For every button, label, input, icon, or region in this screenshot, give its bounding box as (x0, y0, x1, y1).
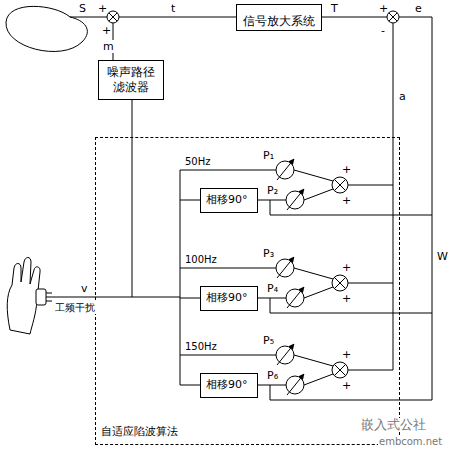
frequency-label: 100Hz (184, 253, 218, 266)
input-bus (180, 170, 181, 385)
frequency-label: 150Hz (184, 340, 218, 353)
phase-shift-box: 相移90° (200, 373, 258, 398)
box-label: 相移90° (206, 290, 248, 305)
signal-note: 工频干扰 (54, 301, 96, 314)
sum-cross (334, 277, 345, 288)
feedback-wire (399, 17, 432, 400)
wire (294, 268, 333, 279)
sign-mark: + (101, 24, 112, 37)
phase-shift-box: 相移90° (200, 286, 258, 311)
sum-cross (334, 364, 345, 375)
region-heading: 自适应陷波算法 (101, 424, 178, 439)
interference-wire (46, 297, 180, 298)
wire (180, 268, 276, 269)
weight-arrow (277, 344, 294, 365)
wire (294, 170, 333, 181)
sign-mark: + (378, 2, 389, 15)
signal-name: m (102, 40, 115, 53)
frequency-label: 50Hz (184, 155, 212, 168)
wire (304, 287, 333, 298)
sum-cross (334, 179, 345, 190)
sum-circle (332, 177, 348, 193)
sum-cross (109, 13, 117, 21)
electrode-loop (6, 6, 87, 51)
box-label: 信号放大系统 (243, 14, 315, 29)
wire (70, 17, 107, 18)
sum-cross (334, 277, 345, 288)
wire (180, 355, 276, 356)
weight-name: P₂ (266, 184, 279, 197)
wire (304, 374, 333, 385)
sign-mark: - (380, 24, 386, 37)
sign-mark: + (341, 348, 352, 361)
sum-circle (387, 11, 399, 23)
sum-cross (389, 13, 397, 21)
box-label: 相移90° (206, 377, 248, 392)
sign-mark: + (341, 261, 352, 274)
signal-wire (113, 17, 236, 60)
sign-mark: + (97, 2, 108, 15)
signal-name: S (78, 2, 87, 15)
wire (348, 283, 393, 284)
hand (7, 258, 40, 335)
plug (36, 289, 46, 305)
sign-mark: + (341, 379, 352, 392)
wire (180, 170, 276, 171)
weight-arrow (287, 189, 304, 210)
weight-name: P₅ (262, 334, 275, 347)
signal-name: W (436, 250, 449, 263)
plug-pin (46, 301, 52, 302)
weight-name: P₃ (262, 247, 275, 260)
watermark: 嵌入式公社 (360, 418, 427, 431)
sign-mark: + (341, 194, 352, 207)
sign-mark: + (341, 292, 352, 305)
signal-name: v (80, 282, 89, 295)
weight-name: P₁ (262, 149, 275, 162)
sum-cross (389, 13, 397, 21)
sum-circle (332, 362, 348, 378)
wire (294, 355, 333, 366)
plug-pin (46, 293, 52, 294)
sum-cross (334, 364, 345, 375)
box-label: 相移90° (206, 192, 248, 207)
weight-arrow (287, 374, 304, 395)
sum-bus (393, 23, 394, 370)
noise-filter-box: 噪声路径滤波器 (98, 60, 164, 100)
sum-circle (332, 275, 348, 291)
weight-name: P₆ (266, 369, 279, 382)
wire (348, 370, 393, 371)
interference-wire (132, 80, 133, 297)
phase-shift-box: 相移90° (200, 188, 258, 213)
wire (304, 189, 333, 200)
signal-name: e (414, 2, 423, 15)
sign-mark: + (341, 163, 352, 176)
notch-algorithm-region: 自适应陷波算法 相移90° 相移90° 相移90° (95, 137, 400, 445)
watermark: embcom.net (378, 435, 443, 448)
amplifier-box: 信号放大系统 (236, 4, 322, 31)
weight-arrow (277, 257, 294, 278)
weight-name: P₄ (266, 282, 279, 295)
signal-name: a (398, 90, 407, 103)
sum-cross (334, 179, 345, 190)
weight-arrow (287, 287, 304, 308)
box-label: 噪声路径滤波器 (106, 65, 156, 95)
sum-circle (107, 11, 119, 23)
signal-name: T (330, 2, 339, 15)
weight-arrow (277, 159, 294, 180)
wire (348, 185, 393, 186)
signal-name: t (170, 2, 176, 15)
sum-cross (109, 13, 117, 21)
